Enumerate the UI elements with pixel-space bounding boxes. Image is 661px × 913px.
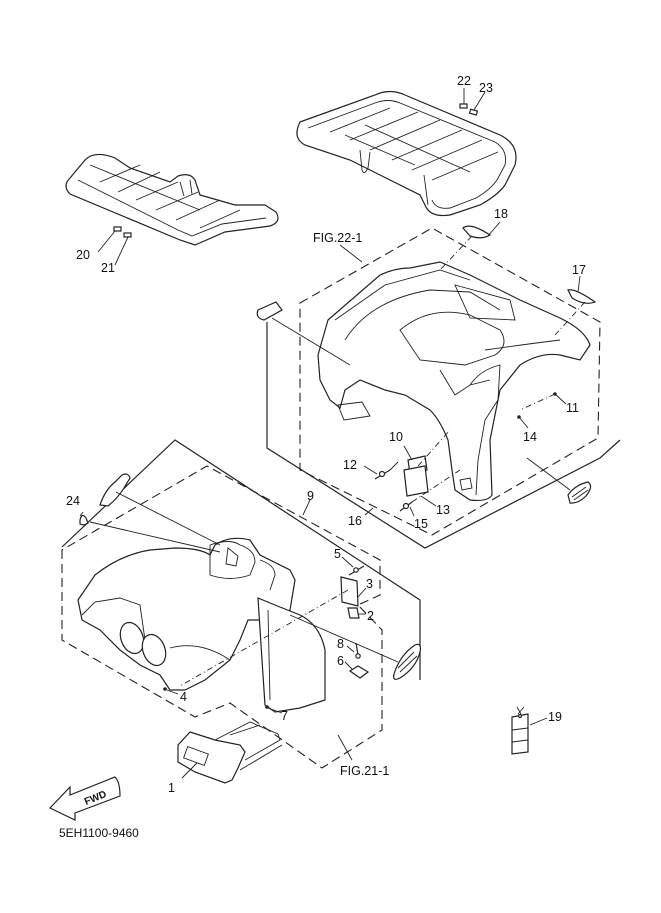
license-plate-bracket-10 bbox=[403, 429, 451, 497]
callout-21: 21 bbox=[101, 261, 115, 275]
figure-ref-22-1: FIG.22-1 bbox=[313, 231, 362, 245]
rear-carrier-rack[interactable] bbox=[296, 90, 517, 217]
bracket-3 bbox=[179, 576, 367, 687]
callout-2: 2 bbox=[367, 609, 374, 623]
screw-4 bbox=[163, 687, 179, 695]
front-fender-patch-24-source bbox=[99, 473, 221, 546]
diagram-code: 5EH1100-9460 bbox=[59, 826, 139, 840]
callout-5: 5 bbox=[334, 547, 341, 561]
rack-label-22 bbox=[459, 88, 468, 109]
rack-label-21 bbox=[114, 232, 132, 266]
callout-16: 16 bbox=[348, 514, 362, 528]
fig22-outer-frame bbox=[266, 322, 621, 549]
front-fender[interactable] bbox=[77, 537, 326, 713]
rear-fender-emblem-17 bbox=[554, 275, 597, 336]
front-panel-1[interactable] bbox=[177, 721, 283, 784]
callout-3: 3 bbox=[366, 577, 373, 591]
callout-23: 23 bbox=[479, 81, 493, 95]
callout-22: 22 bbox=[457, 74, 471, 88]
screw-8 bbox=[346, 642, 361, 659]
fig9-boundary bbox=[61, 465, 383, 769]
callout-7: 7 bbox=[281, 709, 288, 723]
forward-direction-arrow: FWD bbox=[48, 776, 121, 821]
callout-4: 4 bbox=[180, 690, 187, 704]
callout-17: 17 bbox=[572, 263, 586, 277]
nut-plate-6 bbox=[344, 661, 370, 679]
rear-reflector bbox=[526, 457, 592, 504]
yamaha-emblem bbox=[289, 614, 422, 680]
callout-24: 24 bbox=[66, 494, 80, 508]
callout-20: 20 bbox=[76, 248, 90, 262]
bolt-15 bbox=[399, 469, 461, 517]
rear-fender-emblem-18 bbox=[439, 221, 501, 271]
rear-fender-screw-11 bbox=[519, 392, 567, 411]
front-emblem-24 bbox=[79, 511, 221, 553]
bolt-5 bbox=[341, 556, 365, 576]
figure-ref-21-1: FIG.21-1 bbox=[340, 764, 389, 778]
rear-fender-screw-14 bbox=[517, 415, 529, 429]
spacer-2 bbox=[347, 607, 366, 619]
screw-7 bbox=[265, 705, 283, 714]
callout-18: 18 bbox=[494, 207, 508, 221]
bolt-12 bbox=[363, 461, 399, 480]
tag-19 bbox=[511, 706, 548, 755]
rear-fender-patch bbox=[256, 301, 351, 366]
callout-10: 10 bbox=[389, 430, 403, 444]
rear-fender[interactable] bbox=[317, 261, 591, 502]
rack-label-23 bbox=[468, 91, 486, 116]
callout-8: 8 bbox=[337, 637, 344, 651]
callout-11: 11 bbox=[566, 401, 579, 415]
callout-19: 19 bbox=[548, 710, 562, 724]
callout-12: 12 bbox=[343, 458, 357, 472]
rack-label-20 bbox=[97, 226, 122, 253]
callout-15: 15 bbox=[414, 517, 428, 531]
callout-9: 9 bbox=[307, 489, 314, 503]
callout-1: 1 bbox=[168, 781, 175, 795]
fig22-boundary bbox=[299, 227, 601, 536]
front-carrier-rack[interactable] bbox=[65, 153, 279, 246]
callout-6: 6 bbox=[337, 654, 344, 668]
callout-13: 13 bbox=[436, 503, 450, 517]
callout-14: 14 bbox=[523, 430, 537, 444]
